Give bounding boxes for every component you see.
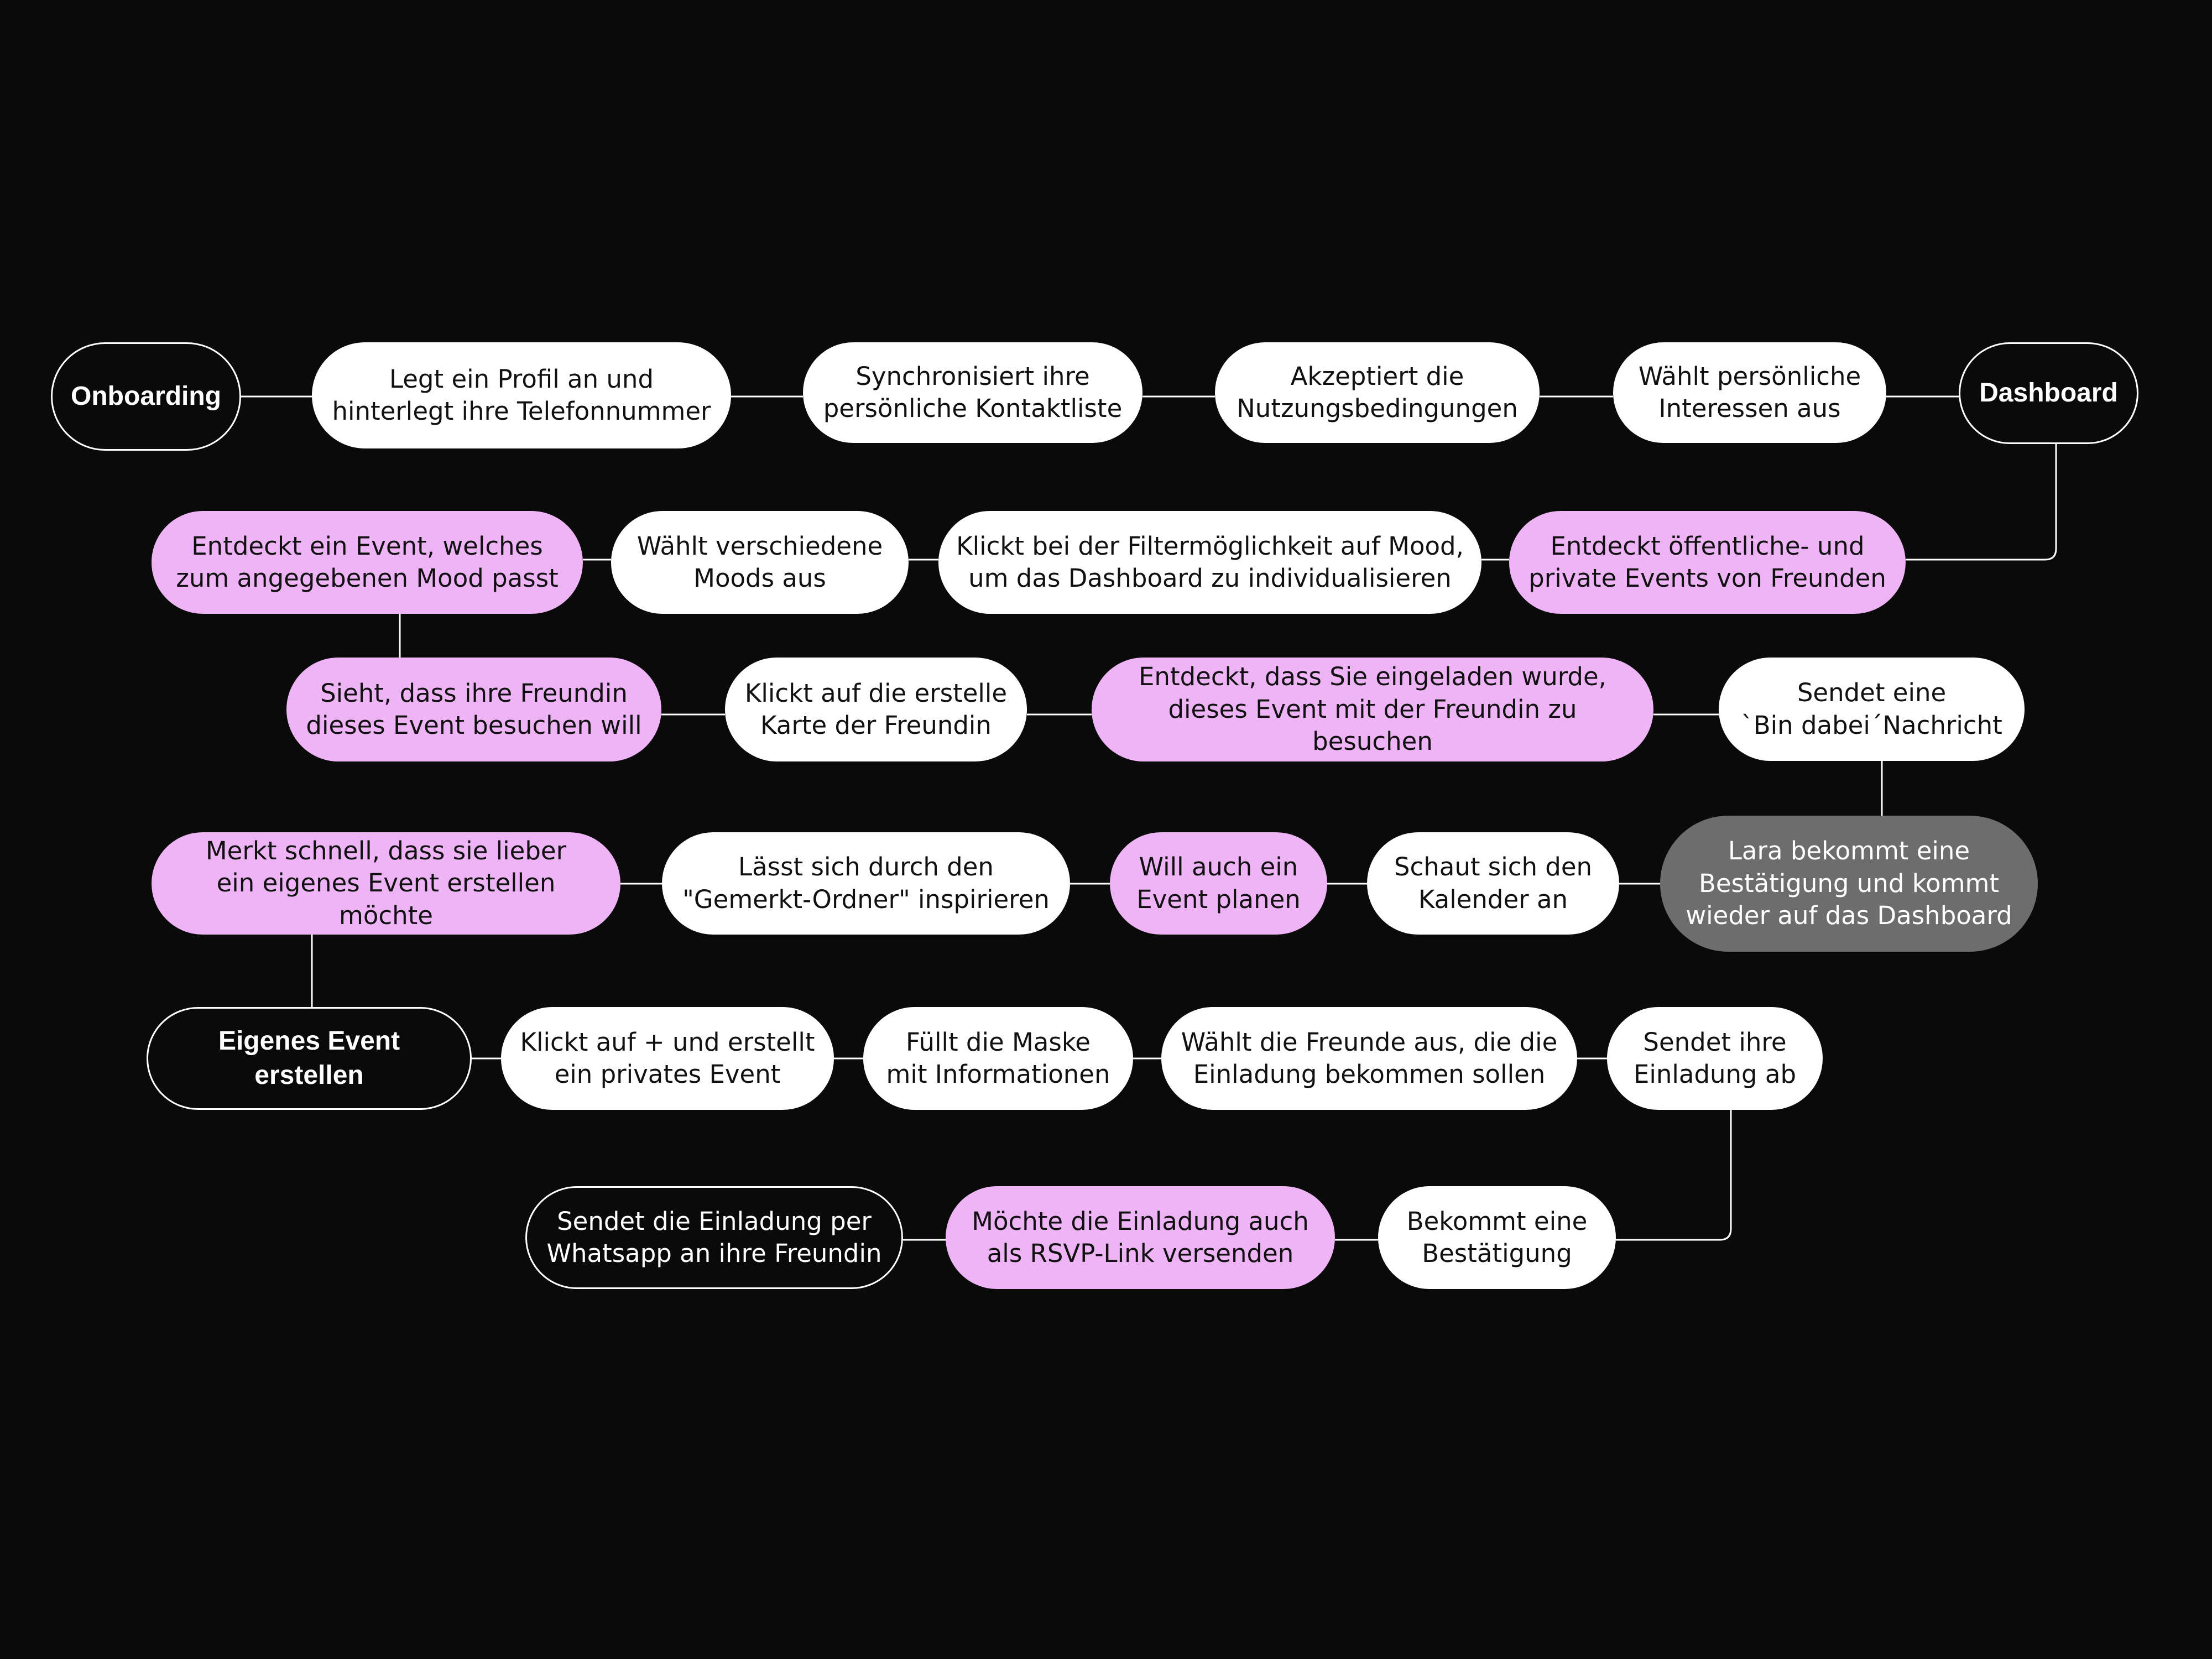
node-bestaetigung-lara: Lara bekommt eine Bestätigung und kommt … (1660, 816, 2038, 952)
node-freunde: Wählt die Freunde aus, die die Einladung… (1161, 1007, 1577, 1110)
node-event-planen: Will auch ein Event planen (1110, 832, 1327, 935)
node-eigenes-merken: Merkt schnell, dass sie lieber ein eigen… (152, 832, 620, 935)
node-dashboard: Dashboard (1959, 342, 2138, 444)
node-bin-dabei: Sendet eine `Bin dabei´Nachricht (1719, 658, 2025, 761)
node-einladung-ab: Sendet ihre Einladung ab (1607, 1007, 1823, 1110)
node-freundin-event: Sieht, dass ihre Freundin dieses Event b… (286, 658, 661, 761)
node-event-mood: Entdeckt ein Event, welches zum angegebe… (152, 511, 583, 614)
node-moods: Wählt verschiedene Moods aus (611, 511, 909, 614)
node-synchronisiert: Synchronisiert ihre persönliche Kontaktl… (803, 342, 1142, 443)
node-maske: Füllt die Maske mit Informationen (863, 1007, 1133, 1110)
connector (1906, 443, 2057, 561)
node-karte: Klickt auf die erstelle Karte der Freund… (725, 658, 1027, 761)
node-profil: Legt ein Profil an und hinterlegt ihre T… (312, 342, 731, 448)
node-onboarding: Onboarding (51, 342, 241, 451)
node-gemerkt: Lässt sich durch den "Gemerkt-Ordner" in… (662, 832, 1070, 935)
node-eigenes-event: Eigenes Event erstellen (147, 1007, 472, 1110)
node-filter-mood: Klickt bei der Filtermöglichkeit auf Moo… (938, 511, 1481, 614)
node-bestaetigung: Bekommt eine Bestätigung (1378, 1186, 1616, 1289)
node-plus: Klickt auf + und erstellt ein privates E… (501, 1007, 834, 1110)
node-akzeptiert: Akzeptiert die Nutzungsbedingungen (1215, 342, 1540, 443)
node-whatsapp: Sendet die Einladung per Whatsapp an ihr… (525, 1186, 903, 1289)
node-rsvp: Möchte die Einladung auch als RSVP-Link … (946, 1186, 1335, 1289)
node-interessen: Wählt persönliche Interessen aus (1613, 342, 1886, 443)
node-kalender: Schaut sich den Kalender an (1367, 832, 1619, 935)
node-eingeladen: Entdeckt, dass Sie eingeladen wurde, die… (1092, 658, 1653, 761)
node-entdeckt-events: Entdeckt öffentliche- und private Events… (1509, 511, 1906, 614)
connector (1616, 1108, 1732, 1241)
